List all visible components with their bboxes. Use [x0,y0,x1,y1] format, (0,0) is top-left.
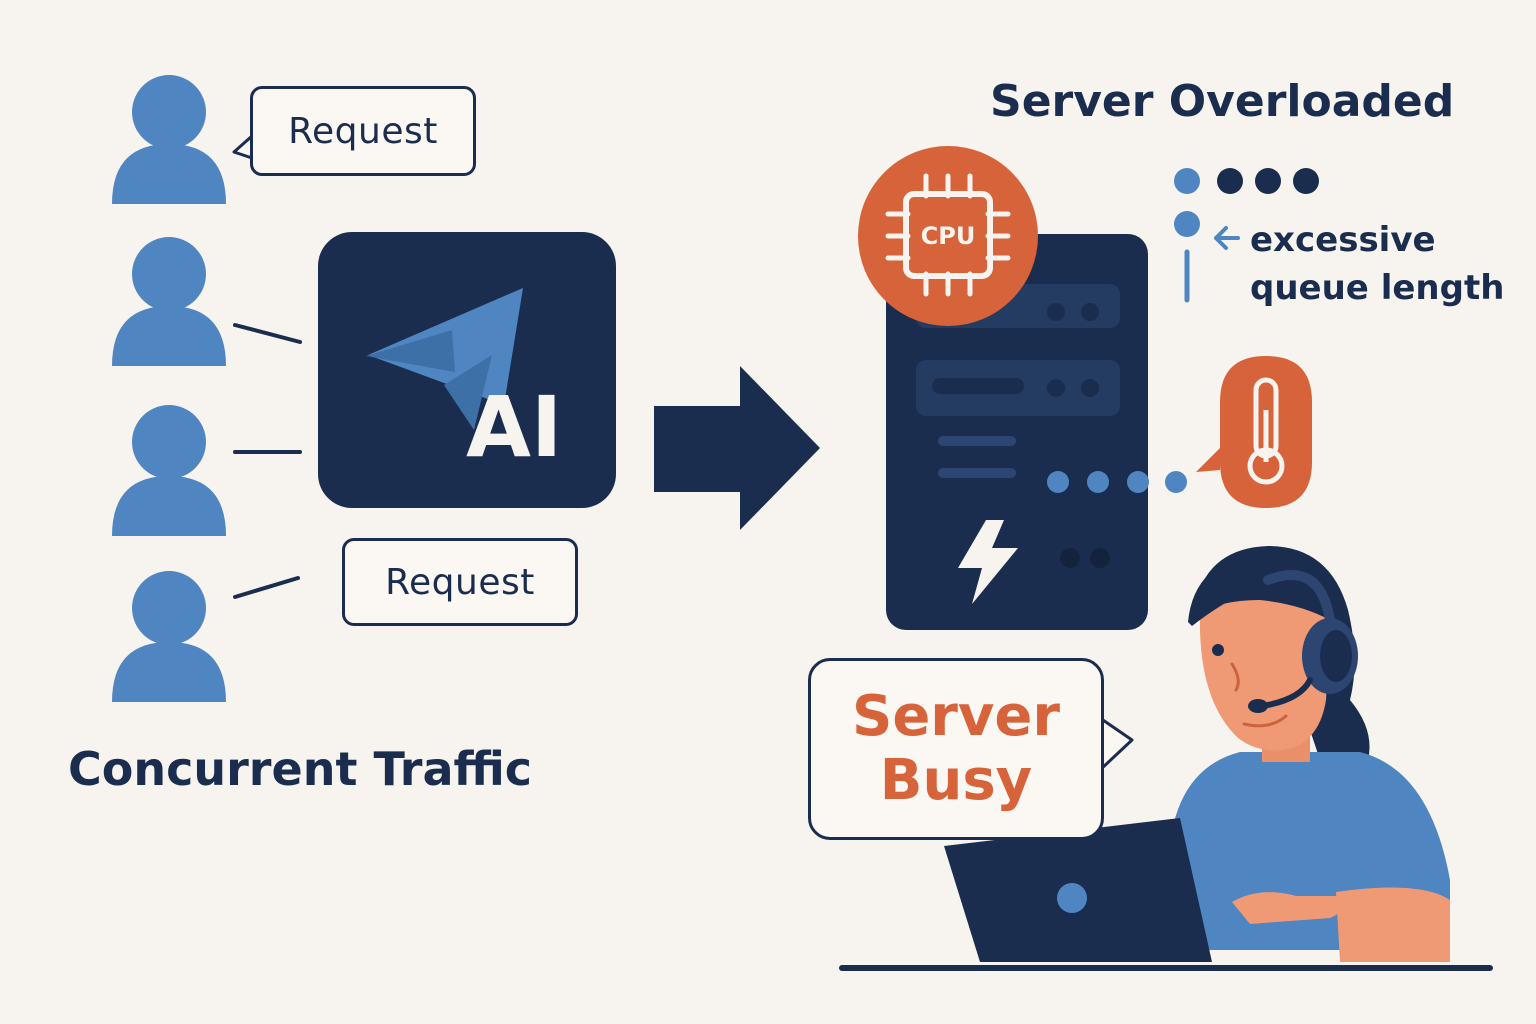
request-bubble-text-1: Request [288,110,438,152]
request-bubble-text-2: Request [385,561,535,603]
server-rack-icon [886,234,1148,630]
lightning-icon [958,520,1018,604]
thermometer-icon [1196,356,1312,508]
connector-lines [233,323,302,599]
busy-bubble-tail [1098,716,1134,772]
queue-indicator [1174,168,1319,303]
server-busy-line-1: Server [851,684,1061,749]
server-busy-bubble: Server Busy [808,658,1104,840]
cpu-icon [858,146,1038,326]
bubble-tail-1 [232,134,253,160]
queue-note-line-2: queue length [1250,268,1505,308]
support-agent [1168,546,1450,962]
server-busy-line-2: Busy [879,748,1033,813]
request-bubble-1: Request [250,86,476,176]
server-overloaded-title: Server Overloaded [990,76,1455,127]
user-icon-3 [112,405,226,536]
ai-logo-icon [366,288,523,430]
ai-gateway [318,232,616,508]
request-bubble-2: Request [342,538,578,626]
heat-dots [1047,471,1187,493]
user-icon-1 [112,75,226,204]
cpu-label: CPU [921,222,976,250]
user-icon-4 [112,571,226,702]
user-icon-2 [112,237,226,366]
concurrent-traffic-title: Concurrent Traffic [68,742,533,796]
arrow-left-icon [1214,226,1240,250]
laptop-icon [944,818,1212,962]
queue-note: excessive queue length [1250,216,1504,312]
ai-label: AI [466,378,562,476]
arrow-right-icon [654,366,820,530]
queue-note-line-1: excessive [1250,220,1436,260]
headset-icon [1248,570,1358,713]
